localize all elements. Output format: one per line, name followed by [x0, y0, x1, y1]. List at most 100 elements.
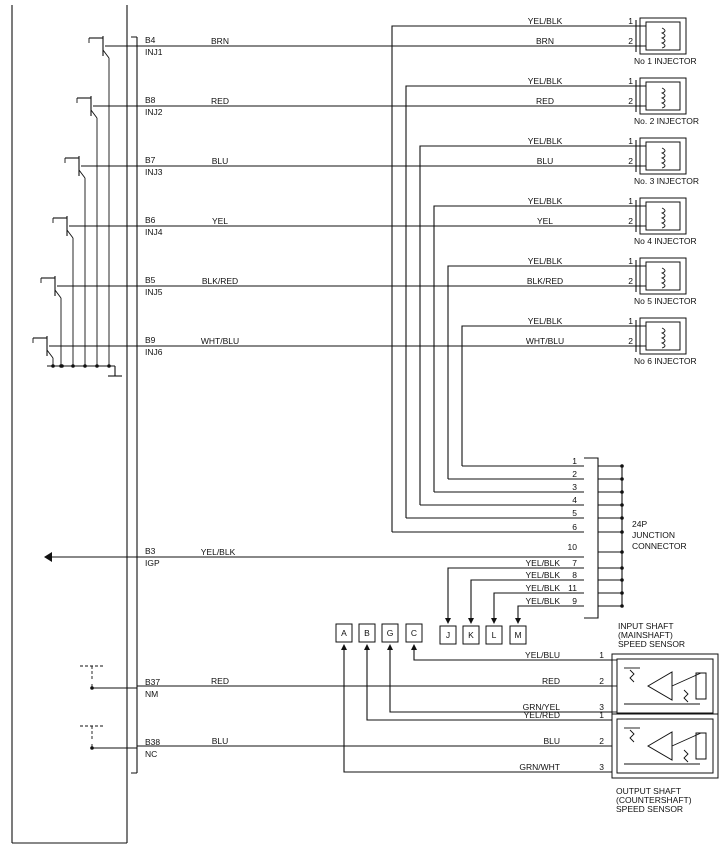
terminal-box [335, 623, 353, 643]
ecm-pin-signal: NC [145, 749, 157, 759]
ecm-pin-signal: INJ5 [145, 287, 163, 297]
injector-supply-color-label: YEL/BLK [528, 16, 563, 26]
output-sensor-pin-number: 1 [599, 710, 604, 720]
junction-pin-number: 2 [572, 469, 577, 479]
injector-inner-box [645, 201, 681, 231]
injector-wire-color-label: WHT/BLU [201, 336, 239, 346]
ecm-pin-label: B37 [145, 677, 160, 687]
output-sensor-lead [671, 732, 702, 747]
ecm-pin-label: B8 [145, 95, 156, 105]
transistor-emitter [46, 349, 54, 359]
terminal-label: K [468, 630, 474, 640]
input-sensor-pin-number: 1 [599, 650, 604, 660]
injector-coil-icon [660, 327, 666, 349]
terminal-arrow [411, 644, 417, 650]
input-sensor-wire-color-label: YEL/BLU [525, 650, 560, 660]
terminal-arrow [468, 618, 474, 624]
injector-coil-icon [660, 87, 666, 109]
injector-label: No 6 INJECTOR [634, 356, 697, 366]
junction-pin-number: 9 [572, 596, 577, 606]
input-sensor-title: SPEED SENSOR [618, 639, 685, 649]
injector-supply-wire [391, 25, 626, 532]
terminal-label: L [492, 630, 497, 640]
injector-signal-color-label: WHT/BLU [526, 336, 564, 346]
junction-connector-title: CONNECTOR [632, 541, 687, 551]
junction-pin-number: 4 [572, 495, 577, 505]
transistor-emitter [54, 289, 62, 299]
transistor-emitter [102, 49, 110, 59]
input-sensor-zigzag-icon [683, 689, 689, 703]
terminal-label: A [341, 628, 347, 638]
injector-wire-color-label: RED [211, 96, 229, 106]
injector-wire-color-label: BRN [211, 36, 229, 46]
injector-supply-color-label: YEL/BLK [528, 316, 563, 326]
junction-pin-number: 11 [568, 583, 577, 593]
ecm-input-dot [90, 686, 94, 690]
junction-pin-number: 7 [572, 558, 577, 568]
output-sensor-resistor-icon [695, 732, 707, 760]
output-sensor-title: (COUNTERSHAFT) [616, 795, 692, 805]
injector-pin-number: 1 [628, 256, 633, 266]
junction-pin-number: 6 [572, 522, 577, 532]
input-sensor-zigzag-icon [629, 669, 635, 683]
ecm-housing-outline [11, 5, 128, 844]
input-sensor-ecm-wire-label: RED [211, 676, 229, 686]
ecm-pin-signal: INJ1 [145, 47, 163, 57]
injector-coil-icon [660, 267, 666, 289]
junction-pin-number: 5 [572, 508, 577, 518]
input-sensor-resistor-icon [695, 672, 707, 700]
injector-supply-color-label: YEL/BLK [528, 76, 563, 86]
terminal-arrow [364, 644, 370, 650]
diagram-lines [11, 5, 138, 844]
junction-connector-title: 24P [632, 519, 647, 529]
terminal-label: C [411, 628, 417, 638]
injector-signal-color-label: BLU [537, 156, 554, 166]
junction-feed-color-label: YEL/BLK [526, 583, 561, 593]
output-sensor-title: SPEED SENSOR [616, 804, 683, 814]
ecm-pin-signal: NM [145, 689, 158, 699]
output-sensor-wire-3 [343, 646, 612, 773]
injector-pin-number: 2 [628, 36, 633, 46]
diagram-dynamic: B4INJ1B8INJ2B7INJ3B6INJ4B5INJ5B9INJ6B3IG… [32, 16, 719, 814]
ecm-pin-label: B7 [145, 155, 156, 165]
ecm-pin-signal: IGP [145, 558, 160, 568]
terminal-box [509, 625, 527, 645]
junction-feed-color-label: YEL/BLK [526, 570, 561, 580]
injector-supply-wire [461, 325, 626, 466]
junction-feed-color-label: YEL/BLK [526, 558, 561, 568]
injector-supply-color-label: YEL/BLK [528, 136, 563, 146]
junction-pin-number: 3 [572, 482, 577, 492]
injector-coil-icon [660, 207, 666, 229]
terminal-label: J [446, 630, 450, 640]
injector-inner-box [645, 321, 681, 351]
injector-wire-color-label: BLU [212, 156, 229, 166]
ecm-pin-label: B9 [145, 335, 156, 345]
injector-pin-number: 2 [628, 276, 633, 286]
output-sensor-ecm-wire-label: BLU [212, 736, 229, 746]
injector-supply-wire [447, 265, 626, 479]
ecm-pin-label: B38 [145, 737, 160, 747]
input-sensor-pin-number: 2 [599, 676, 604, 686]
ecm-pin-label: B4 [145, 35, 156, 45]
junction-pin-number: 1 [572, 456, 577, 466]
ecm-pin-signal: INJ3 [145, 167, 163, 177]
terminal-feed-wire [493, 592, 584, 622]
injector-label: No 1 INJECTOR [634, 56, 697, 66]
injector-inner-box [645, 81, 681, 111]
ecm-input-circuit-dashed [80, 665, 104, 680]
injector-pin-number: 2 [628, 96, 633, 106]
injector-inner-box [645, 21, 681, 51]
output-sensor-wire-color-label: GRN/WHT [519, 762, 560, 772]
terminal-box [381, 623, 399, 643]
ecm-pin-label: B6 [145, 215, 156, 225]
input-sensor-title: (MAINSHAFT) [618, 630, 673, 640]
injector-inner-box [645, 141, 681, 171]
injector-pin-number: 1 [628, 196, 633, 206]
ground-junction-dot [60, 364, 64, 368]
output-sensor-zigzag-icon [629, 729, 635, 743]
injector-pin-number: 1 [628, 76, 633, 86]
input-sensor-pin-number: 3 [599, 702, 604, 712]
output-sensor-pin-number: 2 [599, 736, 604, 746]
output-sensor-wire-1 [366, 646, 612, 721]
